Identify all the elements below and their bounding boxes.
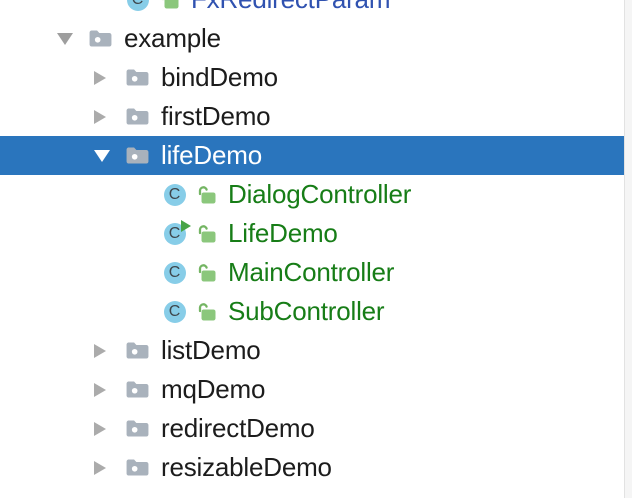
scrollbar-track[interactable]	[624, 0, 632, 498]
tree-row-mqDemo[interactable]: mqDemo	[0, 370, 624, 409]
chevron-right-icon[interactable]	[94, 382, 106, 397]
tree-row-label: firstDemo	[161, 101, 271, 131]
class-icon: C	[163, 183, 186, 206]
folder-icon	[126, 342, 149, 359]
tree-row-MainController[interactable]: C MainController	[0, 253, 624, 292]
tree-row-FxRedirectParam[interactable]: C FxRedirectParam	[0, 0, 624, 19]
icon-box: C	[125, 0, 150, 12]
chevron-slot[interactable]	[57, 32, 88, 45]
chevron-right-icon[interactable]	[94, 460, 106, 475]
tree-row-label: bindDemo	[161, 62, 278, 92]
folder-icon	[126, 69, 149, 86]
tree-row-resizableDemo[interactable]: resizableDemo	[0, 448, 624, 487]
icon-box	[125, 104, 150, 129]
tree-row-example[interactable]: example	[0, 19, 624, 58]
tree-row-firstDemo[interactable]: firstDemo	[0, 97, 624, 136]
unlocked-lock-icon	[162, 0, 179, 9]
folder-icon	[126, 459, 149, 476]
chevron-slot[interactable]	[94, 149, 125, 162]
tree-row-redirectDemo[interactable]: redirectDemo	[0, 409, 624, 448]
icon-box	[125, 65, 150, 90]
icon-box: C	[162, 299, 187, 324]
folder-icon	[126, 147, 149, 164]
icon-box	[125, 143, 150, 168]
tree-row-SubController[interactable]: C SubController	[0, 292, 624, 331]
chevron-down-icon[interactable]	[94, 149, 110, 162]
chevron-slot[interactable]	[94, 460, 125, 475]
tree-row-lifeDemo[interactable]: lifeDemo	[0, 136, 624, 175]
tree-row-label: DialogController	[228, 179, 412, 209]
unlocked-lock-icon	[198, 225, 216, 243]
tree-row-LifeDemo[interactable]: C LifeDemo	[0, 214, 624, 253]
class-icon: C	[163, 219, 191, 245]
unlocked-lock-icon	[198, 264, 216, 282]
icon-box	[88, 26, 113, 51]
tree-row-label: FxRedirectParam	[191, 0, 390, 15]
tree-row-bindDemo[interactable]: bindDemo	[0, 58, 624, 97]
icon-box: C	[162, 219, 191, 246]
icon-box: C	[162, 260, 187, 285]
tree-row-listDemo[interactable]: listDemo	[0, 331, 624, 370]
chevron-right-icon[interactable]	[94, 421, 106, 436]
chevron-slot[interactable]	[94, 382, 125, 397]
icon-box	[125, 338, 150, 363]
tree-row-label: lifeDemo	[161, 140, 262, 170]
tree-row-label: mqDemo	[161, 374, 266, 404]
icon-box	[125, 455, 150, 480]
tree-row-label: SubController	[228, 296, 385, 326]
folder-icon	[126, 381, 149, 398]
chevron-right-icon[interactable]	[94, 343, 106, 358]
unlocked-lock-icon	[198, 186, 216, 204]
chevron-right-icon[interactable]	[94, 109, 106, 124]
runnable-arrow-icon	[180, 219, 191, 232]
tree-row-label: resizableDemo	[161, 452, 332, 482]
class-icon: C	[163, 300, 186, 323]
tree-row-label: listDemo	[161, 335, 261, 365]
tree-row-label: example	[124, 23, 221, 53]
icon-box	[125, 416, 150, 441]
chevron-right-icon[interactable]	[94, 70, 106, 85]
chevron-slot[interactable]	[94, 343, 125, 358]
folder-icon	[126, 420, 149, 437]
class-icon: C	[126, 0, 149, 11]
tree-row-label: redirectDemo	[161, 413, 315, 443]
tree-row-label: MainController	[228, 257, 395, 287]
chevron-slot[interactable]	[94, 70, 125, 85]
folder-icon	[126, 108, 149, 125]
class-icon: C	[163, 261, 186, 284]
folder-icon	[89, 30, 112, 47]
icon-box	[125, 377, 150, 402]
unlocked-lock-icon	[198, 303, 216, 321]
tree-row-label: LifeDemo	[228, 218, 338, 248]
icon-box: C	[162, 182, 187, 207]
chevron-down-icon[interactable]	[57, 32, 73, 45]
chevron-slot[interactable]	[94, 109, 125, 124]
tree-row-DialogController[interactable]: C DialogController	[0, 175, 624, 214]
chevron-slot[interactable]	[94, 421, 125, 436]
